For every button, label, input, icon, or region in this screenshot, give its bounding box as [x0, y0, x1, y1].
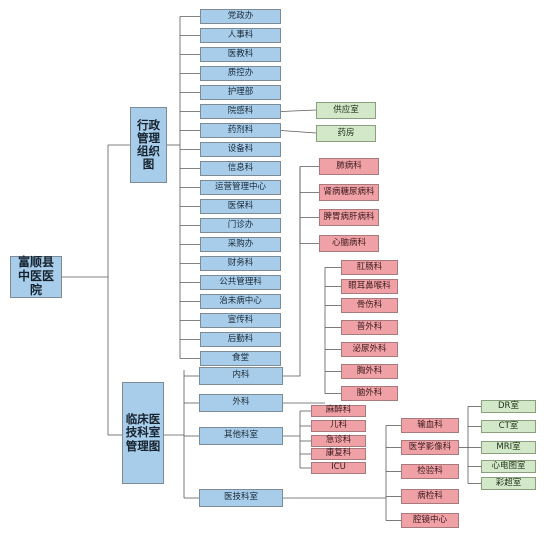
imaging-room-4: 心电图室 [481, 460, 536, 473]
root-node: 富顺县中医医院 [10, 255, 62, 298]
medical-technology-sub-3: 检验科 [401, 464, 459, 479]
other-department-sub-5: ICU [311, 462, 366, 474]
surgery: 外科 [199, 394, 283, 412]
admin-department-1: 党政办 [200, 9, 281, 24]
imaging-room-5: 彩超室 [481, 477, 536, 490]
other-department-sub-2: 儿科 [311, 420, 366, 432]
imaging-room-1: DR室 [481, 400, 536, 413]
internal-medicine-sub-3: 脾胃病肝病科 [319, 209, 379, 226]
admin-department-13: 采购办 [200, 237, 281, 252]
medical-technology-sub-4: 病检科 [401, 489, 459, 504]
imaging-room-3: MRI室 [481, 441, 536, 454]
connector-line-34 [283, 167, 301, 377]
clinical-category: 临床医技科室管理图 [122, 382, 164, 484]
admin-department-12: 门诊办 [200, 218, 281, 233]
internal-medicine-sub-4: 心脑病科 [319, 235, 379, 252]
other-department-sub-1: 麻醉科 [311, 405, 366, 417]
surgery-sub-7: 脑外科 [341, 386, 398, 401]
admin-department-10: 运营管理中心 [200, 180, 281, 195]
admin-department-5: 护理部 [200, 85, 281, 100]
admin-department-2: 人事科 [200, 28, 281, 43]
supply-room: 供应室 [316, 102, 376, 119]
admin-department-11: 医保科 [200, 199, 281, 214]
surgery-sub-6: 胸外科 [341, 364, 398, 379]
surgery-sub-4: 普外科 [341, 320, 398, 335]
admin-department-4: 质控办 [200, 66, 281, 81]
admin-department-14: 财务科 [200, 256, 281, 271]
medical-technology-sub-5: 腔镜中心 [401, 513, 459, 528]
admin-department-9: 信息科 [200, 161, 281, 176]
internal-medicine-sub-1: 肺病科 [319, 158, 379, 175]
admin-department-7: 药剂科 [200, 123, 281, 138]
surgery-sub-5: 泌尿外科 [341, 342, 398, 357]
admin-category: 行政管理组织图 [130, 107, 167, 183]
admin-department-6: 院感科 [200, 104, 281, 119]
other-department-sub-4: 康复科 [311, 448, 366, 460]
admin-department-18: 后勤科 [200, 332, 281, 347]
surgery-sub-2: 眼耳鼻喉科 [341, 279, 398, 294]
medical-technology-departments: 医技科室 [199, 489, 283, 507]
surgery-sub-1: 肛肠科 [341, 260, 398, 275]
admin-department-15: 公共管理科 [200, 275, 281, 290]
admin-department-3: 医教科 [200, 47, 281, 62]
connector-line-26 [280, 109, 317, 112]
admin-department-8: 设备科 [200, 142, 281, 157]
other-department-sub-3: 急诊科 [311, 435, 366, 447]
medical-technology-sub-1: 输血科 [401, 418, 459, 433]
connector-line-27 [280, 130, 317, 134]
other-departments: 其他科室 [199, 427, 283, 445]
surgery-sub-3: 骨伤科 [341, 298, 398, 313]
admin-department-17: 宣传科 [200, 313, 281, 328]
internal-medicine-sub-2: 肾病糖尿病科 [319, 184, 379, 201]
pharmacy: 药房 [316, 125, 376, 142]
imaging-room-2: CT室 [481, 420, 536, 433]
internal-medicine: 内科 [199, 367, 283, 385]
medical-technology-sub-2: 医学影像科 [401, 440, 459, 455]
admin-department-19: 食堂 [200, 351, 281, 366]
admin-department-16: 治未病中心 [200, 294, 281, 309]
